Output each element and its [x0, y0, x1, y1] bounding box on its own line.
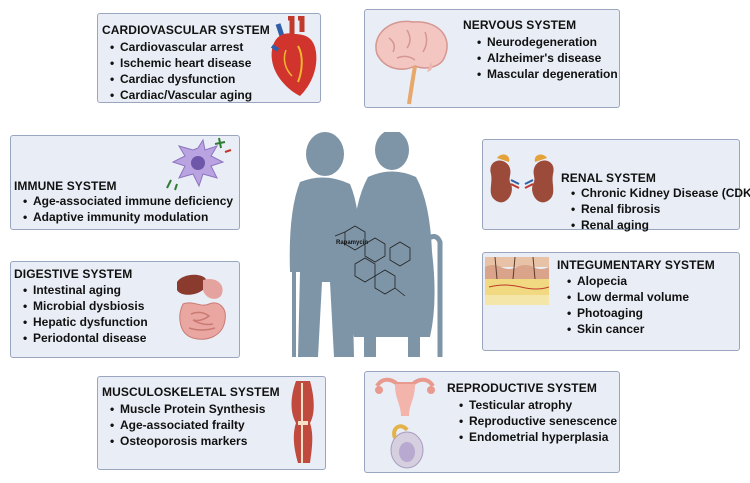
list-item: Alopecia: [567, 273, 689, 289]
digestive-tract-icon: [173, 270, 233, 344]
list-item: Cardiovascular arrest: [110, 39, 252, 55]
list-item: Periodontal disease: [23, 330, 148, 346]
list-item: Low dermal volume: [567, 289, 689, 305]
list-item: Reproductive senescence: [459, 413, 617, 429]
immune-cell-icon: [163, 136, 233, 192]
skin-layers-icon: [485, 257, 549, 305]
list-item: Photoaging: [567, 305, 689, 321]
leg-muscle-icon: [288, 379, 318, 467]
list-item: Muscle Protein Synthesis: [110, 401, 265, 417]
heart-icon: [268, 16, 320, 100]
list-item: Osteoporosis markers: [110, 433, 265, 449]
musculoskeletal-system-panel: MUSCULOSKELETAL SYSTEM Muscle Protein Sy…: [97, 376, 326, 470]
list-item: Renal fibrosis: [571, 201, 750, 217]
digestive-list: Intestinal aging Microbial dysbiosis Hep…: [23, 282, 148, 346]
list-item: Neurodegeneration: [477, 34, 618, 50]
list-item: Ischemic heart disease: [110, 55, 252, 71]
list-item: Testicular atrophy: [459, 397, 617, 413]
renal-system-panel: RENAL SYSTEM Chronic Kidney Disease (CDK…: [482, 139, 750, 232]
list-item: Mascular degeneration: [477, 66, 618, 82]
rapamycin-label: Rapamycin: [336, 240, 369, 246]
list-item: Age-associated immune deficiency: [23, 193, 233, 209]
uterus-icon: [373, 374, 437, 418]
list-item: Microbial dysbiosis: [23, 298, 148, 314]
list-item: Age-associated frailty: [110, 417, 265, 433]
nervous-title: NERVOUS SYSTEM: [463, 18, 577, 32]
musculoskeletal-title: MUSCULOSKELETAL SYSTEM: [102, 385, 280, 399]
list-item: Skin cancer: [567, 321, 689, 337]
cardiovascular-system-panel: CARDIOVASCULAR SYSTEM Cardiovascular arr…: [97, 13, 321, 103]
list-item: Chronic Kidney Disease (CDK): [571, 185, 750, 201]
cardiovascular-title: CARDIOVASCULAR SYSTEM: [102, 23, 270, 37]
list-item: Intestinal aging: [23, 282, 148, 298]
digestive-title: DIGESTIVE SYSTEM: [14, 267, 133, 281]
renal-title: RENAL SYSTEM: [561, 171, 656, 185]
brain-icon: [367, 14, 459, 106]
list-item: Hepatic dysfunction: [23, 314, 148, 330]
kidneys-icon: [485, 150, 559, 212]
integumentary-system-panel: INTEGUMENTARY SYSTEM Alopecia Low dermal…: [482, 252, 740, 351]
list-item: Renal aging: [571, 217, 750, 233]
list-item: Cardiac dysfunction: [110, 71, 252, 87]
digestive-system-panel: DIGESTIVE SYSTEM Intestinal aging Microb…: [10, 261, 240, 358]
cardiovascular-list: Cardiovascular arrest Ischemic heart dis…: [110, 39, 252, 103]
list-item: Cardiac/Vascular aging: [110, 87, 252, 103]
immune-system-panel: IMMUNE SYSTEM Age-associated immune defi…: [10, 135, 240, 230]
reproductive-title: REPRODUCTIVE SYSTEM: [447, 381, 597, 395]
renal-list: Chronic Kidney Disease (CDK) Renal fibro…: [571, 185, 750, 233]
integumentary-title: INTEGUMENTARY SYSTEM: [557, 258, 715, 272]
testis-icon: [387, 420, 427, 470]
integumentary-list: Alopecia Low dermal volume Photoaging Sk…: [567, 273, 689, 337]
immune-title: IMMUNE SYSTEM: [14, 179, 117, 193]
list-item: Alzheimer's disease: [477, 50, 618, 66]
nervous-system-panel: NERVOUS SYSTEM Neurodegeneration Alzheim…: [364, 9, 620, 108]
reproductive-system-panel: REPRODUCTIVE SYSTEM Testicular atrophy R…: [364, 371, 620, 473]
nervous-list: Neurodegeneration Alzheimer's disease Ma…: [477, 34, 618, 82]
immune-list: Age-associated immune deficiency Adaptiv…: [23, 193, 233, 225]
list-item: Endometrial hyperplasia: [459, 429, 617, 445]
reproductive-list: Testicular atrophy Reproductive senescen…: [459, 397, 617, 445]
list-item: Adaptive immunity modulation: [23, 209, 233, 225]
musculoskeletal-list: Muscle Protein Synthesis Age-associated …: [110, 401, 265, 449]
elderly-couple-illustration: [280, 132, 450, 357]
